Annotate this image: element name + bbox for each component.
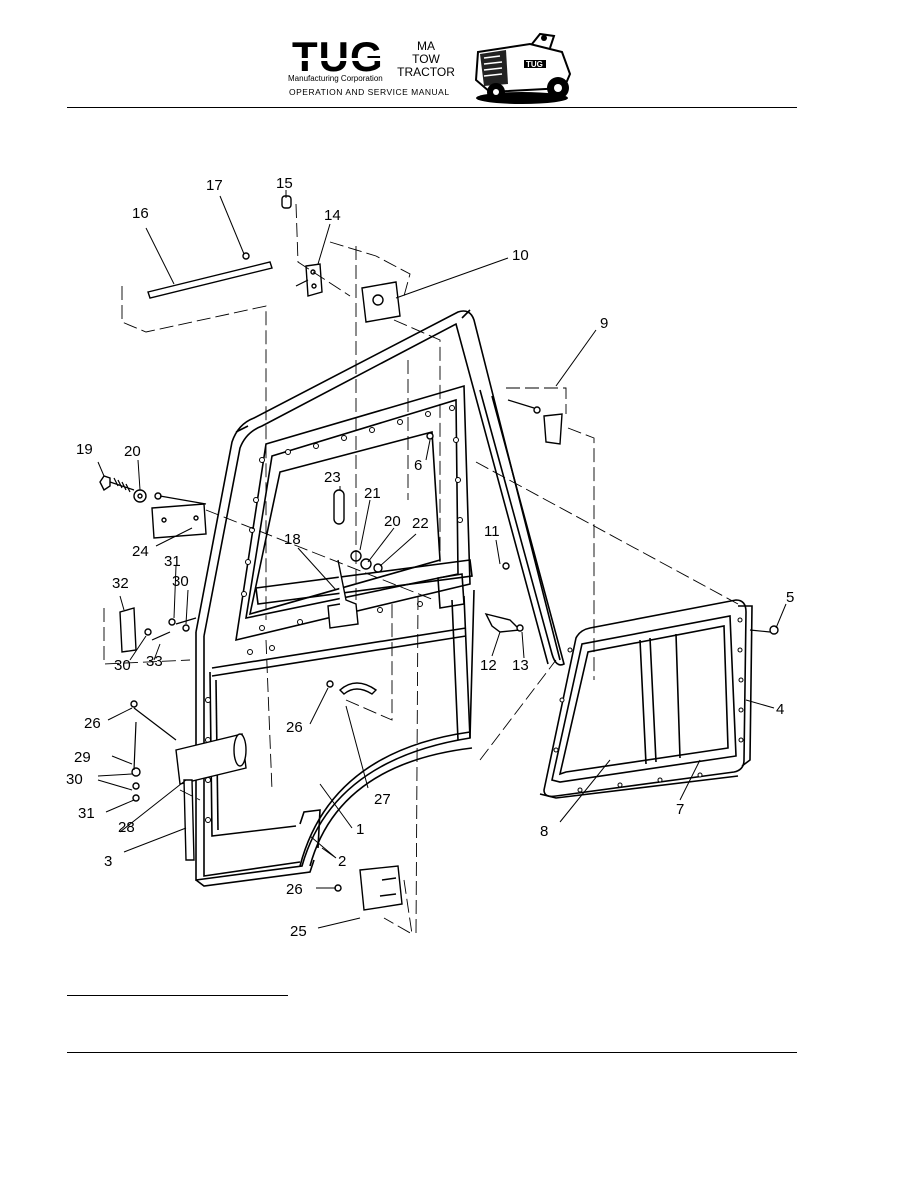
- sliding-window-assembly: [539, 599, 753, 799]
- threaded-fasteners: [109, 279, 771, 771]
- model-line-1: MA: [417, 39, 435, 53]
- footnote-rule: [67, 995, 288, 996]
- frame-holes: [205, 405, 463, 823]
- callout-32: 32: [112, 575, 129, 592]
- tow-tractor-illustration: TUG: [474, 32, 572, 104]
- callout-30-a: 30: [66, 771, 83, 788]
- callout-11: 11: [484, 523, 500, 540]
- callout-19: 19: [76, 441, 93, 458]
- callout-5: 5: [786, 589, 794, 606]
- callout-numbers: 1 2 3 4 5 6 7 8 9 10 11 12 13 14 15 16 1…: [66, 175, 794, 940]
- callout-1: 1: [356, 821, 364, 838]
- callout-31-a: 31: [78, 805, 95, 822]
- door-assembly: [195, 309, 565, 887]
- callout-25: 25: [290, 923, 307, 940]
- callout-17: 17: [206, 177, 223, 194]
- callout-31-b: 31: [164, 553, 181, 570]
- callout-20-a: 20: [124, 443, 141, 460]
- callout-13: 13: [512, 657, 529, 674]
- callout-16: 16: [132, 205, 149, 222]
- callout-15: 15: [276, 175, 293, 192]
- page-header: TUG Manufacturing Corporation OPERATION …: [0, 0, 918, 110]
- callout-3: 3: [104, 853, 112, 870]
- callout-22: 22: [412, 515, 429, 532]
- callout-4: 4: [776, 701, 784, 718]
- callout-21: 21: [364, 485, 381, 502]
- header-rule: [67, 107, 797, 108]
- callout-12: 12: [480, 657, 497, 674]
- callout-26-a: 26: [84, 715, 101, 732]
- callout-33: 33: [146, 653, 163, 670]
- model-line-2: TOW: [412, 52, 440, 66]
- model-name: MA TOW TRACTOR: [393, 40, 459, 79]
- callout-28: 28: [118, 819, 135, 836]
- callout-18: 18: [284, 531, 301, 548]
- tug-logo: TUG Manufacturing Corporation: [286, 36, 396, 100]
- callout-30-b: 30: [172, 573, 189, 590]
- model-line-3: TRACTOR: [397, 65, 455, 79]
- callout-26-c: 26: [286, 881, 303, 898]
- callout-27: 27: [374, 791, 391, 808]
- hardware-parts: [99, 195, 779, 911]
- callout-10: 10: [512, 247, 529, 264]
- callout-29: 29: [74, 749, 91, 766]
- callout-2: 2: [338, 853, 346, 870]
- callout-9: 9: [600, 315, 608, 332]
- callout-24: 24: [132, 543, 149, 560]
- footer-rule: [67, 1052, 797, 1053]
- callout-14: 14: [324, 207, 341, 224]
- tractor-badge: TUG: [526, 60, 543, 69]
- callout-leaders: [97, 190, 787, 929]
- callout-8: 8: [540, 823, 548, 840]
- manual-title: OPERATION AND SERVICE MANUAL: [289, 87, 450, 97]
- callout-6: 6: [414, 457, 422, 474]
- callout-20-b: 20: [384, 513, 401, 530]
- callout-26-b: 26: [286, 719, 303, 736]
- callout-30-c: 30: [114, 657, 131, 674]
- exploded-leader-lines: [103, 203, 739, 935]
- callout-7: 7: [676, 801, 684, 818]
- logo-company: Manufacturing Corporation: [288, 74, 383, 83]
- callout-23: 23: [324, 469, 341, 486]
- window-holes: [553, 617, 744, 793]
- logo-brand: TUG: [292, 33, 384, 80]
